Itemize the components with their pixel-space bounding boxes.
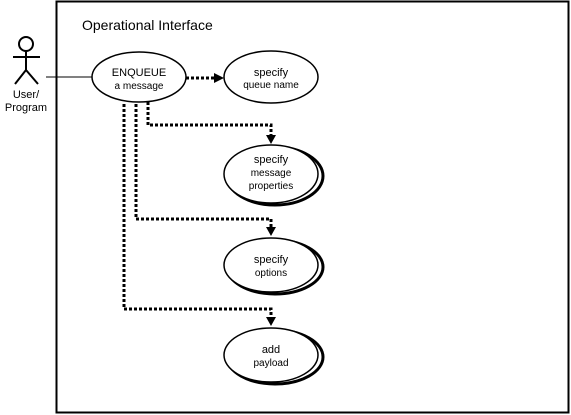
actor-label-line1: User/ xyxy=(13,89,40,101)
payload-label-line1: add xyxy=(262,344,280,356)
message-properties-label-line2: message xyxy=(251,168,292,179)
actor-label-line2: Program xyxy=(5,102,47,114)
message-properties-label-line3: properties xyxy=(249,181,293,192)
message-properties-label-line1: specify xyxy=(254,154,289,166)
payload-ellipse xyxy=(223,327,319,383)
connectors xyxy=(122,76,273,318)
message-properties-ellipse xyxy=(223,144,319,204)
options-ellipse xyxy=(223,237,319,293)
connector-message-properties xyxy=(146,102,273,136)
queue-name-label-line1: specify xyxy=(254,67,289,79)
arrowhead-message-properties xyxy=(266,135,276,144)
options-label-line2: options xyxy=(255,268,287,279)
queue-name-ellipse xyxy=(223,50,319,104)
enqueue-ellipse xyxy=(91,51,187,103)
payload-label-line2: payload xyxy=(253,358,288,369)
arrowheads xyxy=(214,73,276,326)
arrowhead-options xyxy=(266,227,276,236)
queue-name-label-line2: queue name xyxy=(243,80,299,91)
connector-options xyxy=(134,104,273,228)
enqueue-label-line2: a message xyxy=(115,81,164,92)
options-label-line1: specify xyxy=(254,254,289,266)
arrowhead-queue-name xyxy=(214,73,224,83)
diagram-title: Operational Interface xyxy=(82,17,213,33)
actor-figure xyxy=(13,36,40,85)
arrowhead-payload xyxy=(266,317,276,326)
connector-payload xyxy=(122,104,273,318)
enqueue-label-line1: ENQUEUE xyxy=(112,67,166,79)
